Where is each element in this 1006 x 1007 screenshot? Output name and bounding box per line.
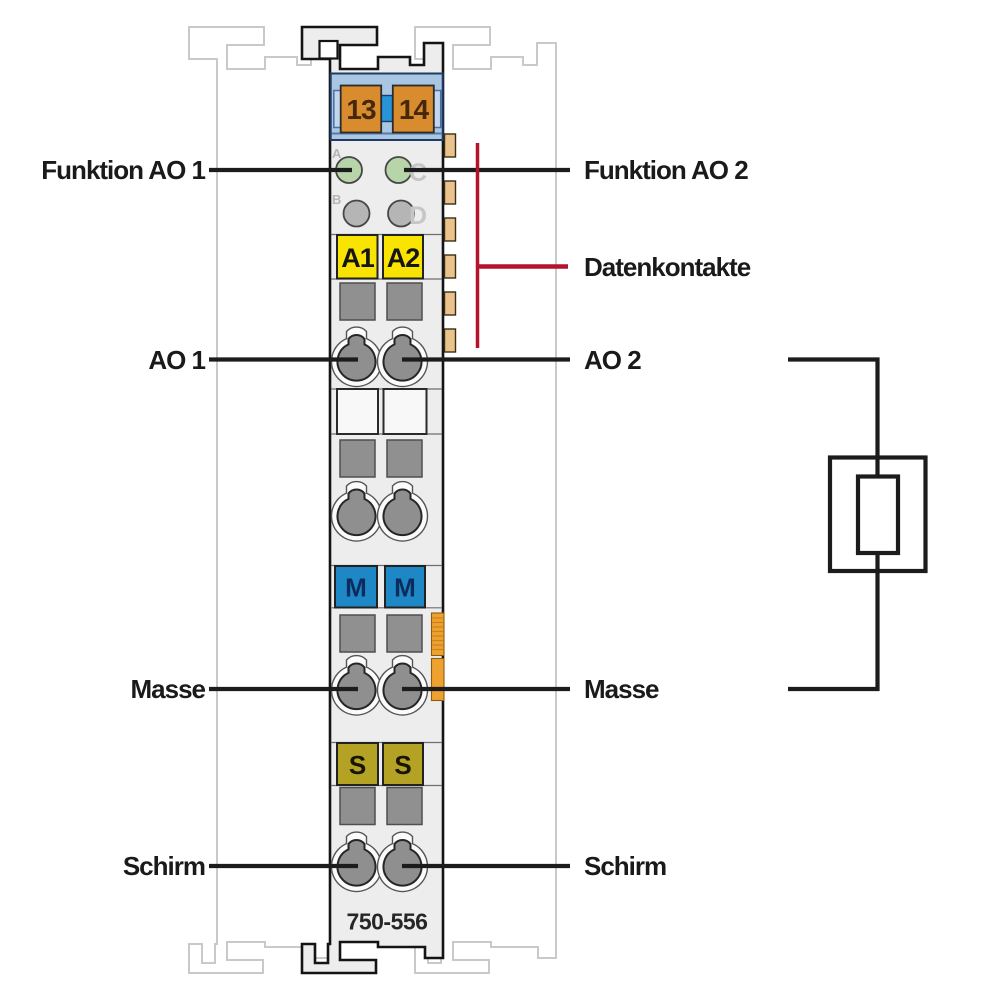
ground-block-left-label: M bbox=[345, 573, 367, 603]
label-funktion-ao1: Funktion AO 1 bbox=[41, 155, 205, 185]
power-contact-13-label: 13 bbox=[346, 94, 376, 125]
shield-block-right bbox=[382, 742, 424, 786]
terminal-mid-left bbox=[336, 488, 377, 537]
data-contact bbox=[443, 133, 457, 158]
channel-block-a1 bbox=[336, 234, 379, 280]
top-latch-notch bbox=[318, 39, 339, 60]
shield-block-left bbox=[336, 742, 379, 786]
led-gray-right bbox=[387, 199, 415, 228]
shield-block-left-label: S bbox=[349, 750, 366, 780]
load-circuit bbox=[788, 357, 928, 692]
shield-block-right-label: S bbox=[394, 750, 411, 780]
channel-block-a1-label: A1 bbox=[341, 243, 374, 273]
part-number: 750-556 bbox=[347, 909, 428, 935]
power-jumper-blocks bbox=[339, 84, 435, 134]
data-contact bbox=[443, 254, 457, 279]
clamp-square bbox=[386, 614, 423, 653]
terminal-masse-left bbox=[336, 662, 377, 711]
label-datenkontakte: Datenkontakte bbox=[584, 252, 751, 282]
bus-connector: 13 14 bbox=[329, 72, 444, 141]
left-labels: Funktion AO 1 AO 1 Masse Schirm bbox=[41, 155, 206, 881]
clamp-squares bbox=[339, 282, 423, 826]
clamp-square bbox=[339, 282, 376, 321]
clamp-square bbox=[386, 786, 423, 826]
led-letter-b: B bbox=[332, 192, 341, 207]
led-gray-left bbox=[342, 199, 371, 228]
label-schirm-left: Schirm bbox=[123, 851, 205, 881]
label-masse-right: Masse bbox=[584, 674, 659, 704]
blank-square-right bbox=[382, 388, 428, 435]
neighbor-module-left bbox=[188, 26, 331, 974]
load-wire-top bbox=[788, 357, 880, 478]
power-contact-14-label: 14 bbox=[399, 94, 430, 125]
led-letter-a: A bbox=[332, 146, 342, 161]
leader-wires bbox=[209, 167, 570, 869]
blank-square-left bbox=[336, 388, 379, 435]
clamp-square bbox=[386, 282, 423, 321]
clamp-square bbox=[339, 439, 376, 478]
data-contact bbox=[443, 328, 457, 353]
channel-block-a2 bbox=[382, 234, 424, 280]
clamp-square bbox=[386, 439, 423, 478]
ground-blocks bbox=[334, 565, 426, 609]
terminal-contacts bbox=[336, 334, 423, 887]
release-latch-ridges bbox=[432, 617, 443, 651]
terminal-schirm-left bbox=[336, 839, 377, 887]
label-masse-left: Masse bbox=[131, 674, 206, 704]
label-funktion-ao2: Funktion AO 2 bbox=[584, 155, 748, 185]
data-contact bbox=[443, 217, 457, 242]
load-symbol-inner-box bbox=[855, 474, 901, 556]
clamp-square bbox=[339, 614, 376, 653]
power-contact-13 bbox=[339, 84, 383, 134]
label-ao2: AO 2 bbox=[584, 345, 641, 375]
ground-block-right-label: M bbox=[394, 573, 416, 603]
shield-blocks bbox=[336, 742, 424, 786]
status-leds: A B C D bbox=[332, 146, 427, 230]
led-letter-d: D bbox=[409, 202, 427, 230]
channel-label-blocks bbox=[336, 234, 424, 280]
clamp-square bbox=[339, 786, 376, 826]
ground-block-right bbox=[384, 565, 426, 609]
label-ao1: AO 1 bbox=[148, 345, 205, 375]
channel-block-a2-label: A2 bbox=[387, 243, 420, 273]
power-contact-14 bbox=[391, 84, 435, 134]
load-wire-bottom bbox=[788, 552, 880, 692]
data-contacts bbox=[443, 133, 457, 353]
data-contact bbox=[443, 291, 457, 316]
connector-center-contact bbox=[380, 94, 394, 123]
release-latch-lower bbox=[430, 657, 445, 702]
connector-side-tab-left bbox=[333, 89, 342, 129]
data-contact bbox=[443, 180, 457, 205]
ground-block-left bbox=[334, 565, 378, 609]
terminal-mid-right bbox=[382, 488, 423, 537]
blank-label-squares bbox=[336, 388, 428, 435]
label-schirm-right: Schirm bbox=[584, 851, 666, 881]
led-letter-c: C bbox=[409, 159, 427, 187]
right-labels: Funktion AO 2 Datenkontakte AO 2 Masse S… bbox=[584, 155, 752, 881]
datenkontakte-pointer bbox=[475, 143, 568, 348]
